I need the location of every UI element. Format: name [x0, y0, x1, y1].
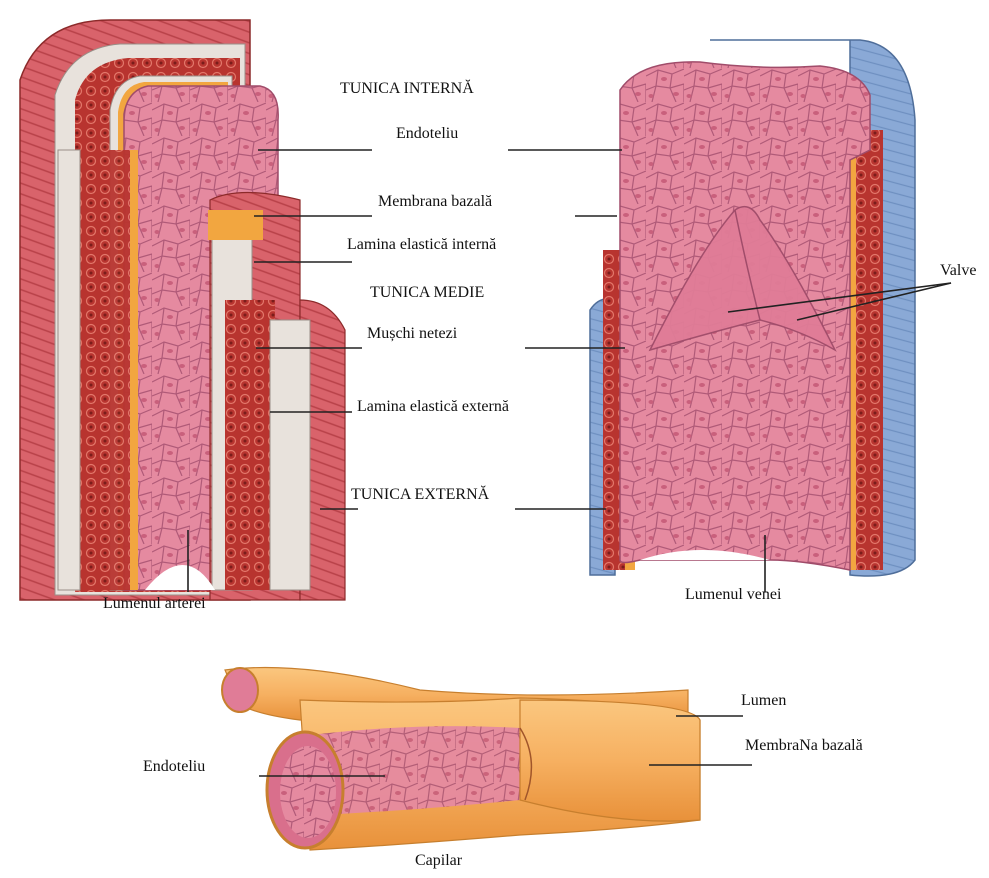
label-membrana-bazala: Membrana bazală: [378, 193, 492, 211]
label-lamina-elastica-interna: Lamina elastică internă: [347, 236, 496, 254]
label-capilar-endoteliu: Endoteliu: [143, 758, 205, 776]
label-capilar: Capilar: [415, 852, 462, 870]
label-tunica-medie: TUNICA MEDIE: [370, 284, 484, 302]
label-endoteliu: Endoteliu: [396, 125, 458, 143]
label-tunica-interna: TUNICA INTERNĂ: [340, 80, 474, 98]
label-tunica-externa: TUNICA EXTERNĂ: [351, 486, 489, 504]
capillary-illustration: [222, 668, 700, 851]
label-capilar-membrana-bazala: MembraNa bazală: [745, 737, 863, 755]
label-lamina-elastica-externa: Lamina elastică externă: [357, 398, 509, 416]
artery-illustration: [20, 20, 345, 600]
label-valve: Valve: [940, 262, 976, 280]
label-lumenul-venei: Lumenul venei: [685, 586, 781, 604]
vein-illustration: [590, 40, 915, 576]
label-muschi-netezi: Mușchi netezi: [367, 325, 457, 343]
label-lumen: Lumen: [741, 692, 786, 710]
label-lumenul-arterei: Lumenul arterei: [103, 595, 206, 613]
